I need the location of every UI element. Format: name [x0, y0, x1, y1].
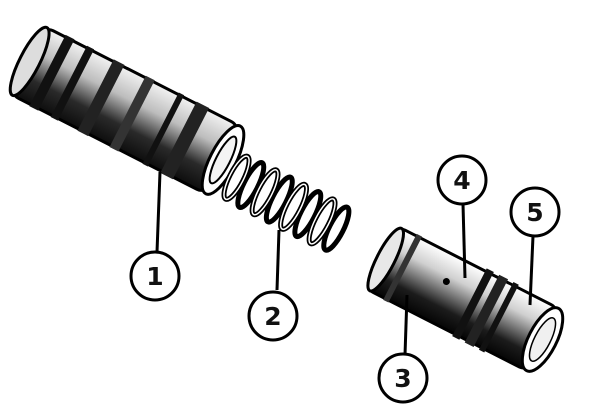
leader-line-3 — [403, 294, 409, 356]
callout-label-4: 4 — [453, 166, 470, 195]
leader-line-1 — [155, 171, 162, 253]
leader-line-4 — [461, 203, 467, 279]
callout-5: 5 — [509, 186, 561, 238]
callout-label-2: 2 — [264, 302, 281, 331]
leader-line-2 — [275, 229, 281, 291]
callout-3: 3 — [377, 352, 429, 404]
callout-label-1: 1 — [146, 262, 163, 291]
part-2-spring — [221, 153, 352, 253]
leader-lines — [155, 171, 535, 356]
callout-4: 4 — [436, 154, 488, 206]
leader-line-5 — [528, 235, 535, 306]
callout-2: 2 — [247, 290, 299, 342]
callout-label-5: 5 — [526, 198, 543, 227]
part-3-plunger — [366, 226, 565, 373]
callout-label-3: 3 — [394, 364, 411, 393]
callout-1: 1 — [129, 250, 181, 302]
part-1-outer-body — [8, 25, 246, 196]
